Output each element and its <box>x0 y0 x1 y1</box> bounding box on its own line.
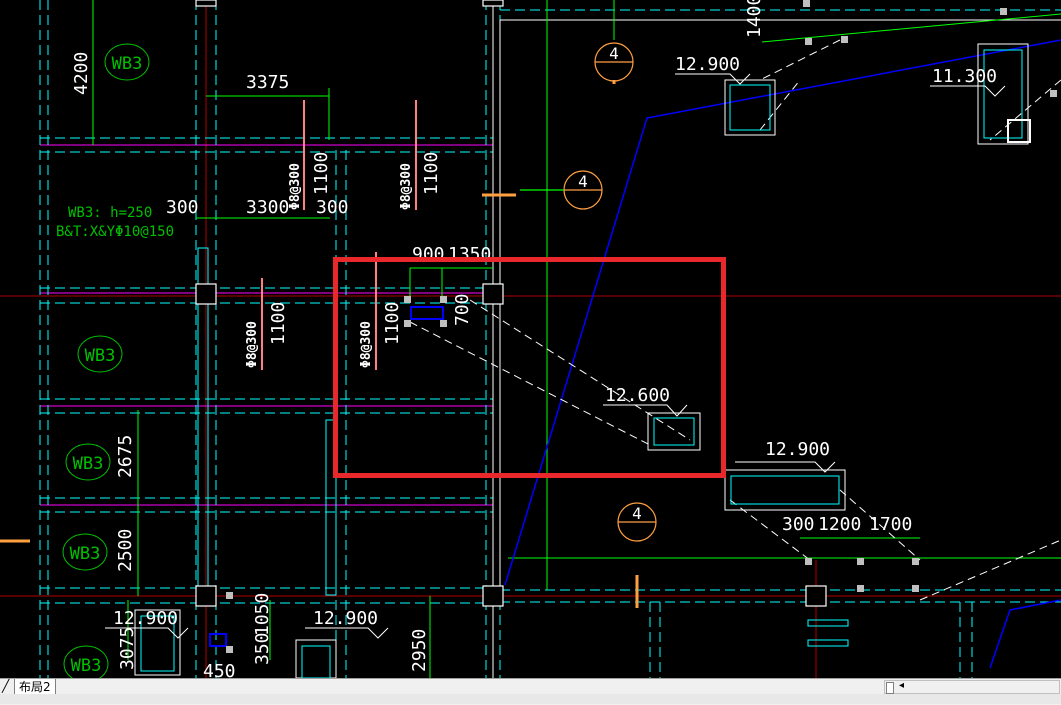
dim-1700: 1700 <box>869 514 912 535</box>
dim-300-b: 300 <box>316 197 349 218</box>
wb3-markers <box>62 43 150 678</box>
wb3-label-1: WB3 <box>112 54 143 74</box>
rebar-1100-b: 1100 <box>421 152 442 195</box>
dim-3075: 3075 <box>117 627 138 670</box>
dimension-texts: 4200 3375 300 3300 300 900 1350 700 1400… <box>71 0 912 678</box>
wb3-label-2: WB3 <box>85 346 116 366</box>
dim-1050: 1050 <box>252 593 273 636</box>
dim-350: 350 <box>252 632 273 665</box>
rebar-1100-c: 1100 <box>268 302 289 345</box>
scroll-left-icon[interactable]: ◂ <box>899 680 905 691</box>
dim-2500: 2500 <box>115 529 136 572</box>
beam-lines-magenta <box>40 144 493 506</box>
rebar-1100-a: 1100 <box>311 152 332 195</box>
dim-2950: 2950 <box>409 629 430 672</box>
wb3-note-h: WB3: h=250 <box>68 205 152 221</box>
dimension-lines <box>92 0 1061 678</box>
dim-4200: 4200 <box>71 52 92 95</box>
elevation-12900-c: 12.900 <box>113 608 178 629</box>
wb3-label-3: WB3 <box>73 454 104 474</box>
section-markers <box>520 42 657 542</box>
wb3-notes: WB3: h=250 B&T:X&YΦ10@150 <box>56 205 174 240</box>
elevation-12600: 12.600 <box>605 385 670 406</box>
rebar-length-texts: 1100 1100 1100 1100 <box>268 152 442 345</box>
dim-300-c: 300 <box>782 514 815 535</box>
section-texts: 4 4 4 <box>578 44 642 523</box>
rebar-spec-d: Φ8@300 <box>359 321 374 368</box>
highlight-selection-box <box>333 257 726 478</box>
dim-450: 450 <box>203 661 236 678</box>
status-strip <box>0 694 1061 704</box>
tab-separator: ╱ <box>2 679 10 693</box>
rebar-spec-c: Φ8@300 <box>245 321 260 368</box>
dim-300-a: 300 <box>166 197 199 218</box>
elevation-11300: 11.300 <box>932 66 997 87</box>
elevation-texts: 12.900 11.300 12.600 12.900 12.900 12.90… <box>113 54 997 629</box>
dim-1200: 1200 <box>818 514 861 535</box>
columns <box>195 0 827 607</box>
section-4-a: 4 <box>609 44 619 63</box>
column-details <box>134 43 1031 678</box>
dim-2675: 2675 <box>115 435 136 478</box>
rebar-1100-d: 1100 <box>382 302 403 345</box>
rebar-spec-texts: Φ8@300 Φ8@300 Φ8@300 Φ8@300 <box>245 163 414 368</box>
rebar-spec-b: Φ8@300 <box>399 163 414 210</box>
elevation-12900-b: 12.900 <box>765 439 830 460</box>
dim-1400: 1400 <box>744 0 765 38</box>
grip-points <box>226 0 1057 653</box>
wb3-label-5: WB3 <box>71 656 102 676</box>
horizontal-scrollbar[interactable]: ◂ <box>884 680 1060 694</box>
cad-drawing-canvas[interactable]: 4200 3375 300 3300 300 900 1350 700 1400… <box>0 0 1061 678</box>
section-4-b: 4 <box>578 172 588 191</box>
elevation-12900-d: 12.900 <box>313 608 378 629</box>
tab-layout2[interactable]: 布局2 <box>14 679 56 696</box>
elevation-markers <box>105 73 1006 639</box>
rebar-spec-a: Φ8@300 <box>288 163 303 210</box>
dim-3300: 3300 <box>246 197 289 218</box>
wb3-note-rebar: B&T:X&YΦ10@150 <box>56 224 174 240</box>
structural-plan-drawing: 4200 3375 300 3300 300 900 1350 700 1400… <box>0 0 1061 678</box>
wb3-labels: WB3 WB3 WB3 WB3 WB3 <box>70 54 143 676</box>
wall-lines <box>492 0 1061 678</box>
rebar-lines <box>261 100 417 370</box>
slope-lines <box>209 39 1061 669</box>
dim-700: 700 <box>452 293 473 326</box>
dim-3375: 3375 <box>246 72 289 93</box>
scrollbar-thumb[interactable] <box>886 682 894 694</box>
wb3-label-4: WB3 <box>70 544 101 564</box>
elevation-12900-a: 12.900 <box>675 54 740 75</box>
section-4-c: 4 <box>632 504 642 523</box>
